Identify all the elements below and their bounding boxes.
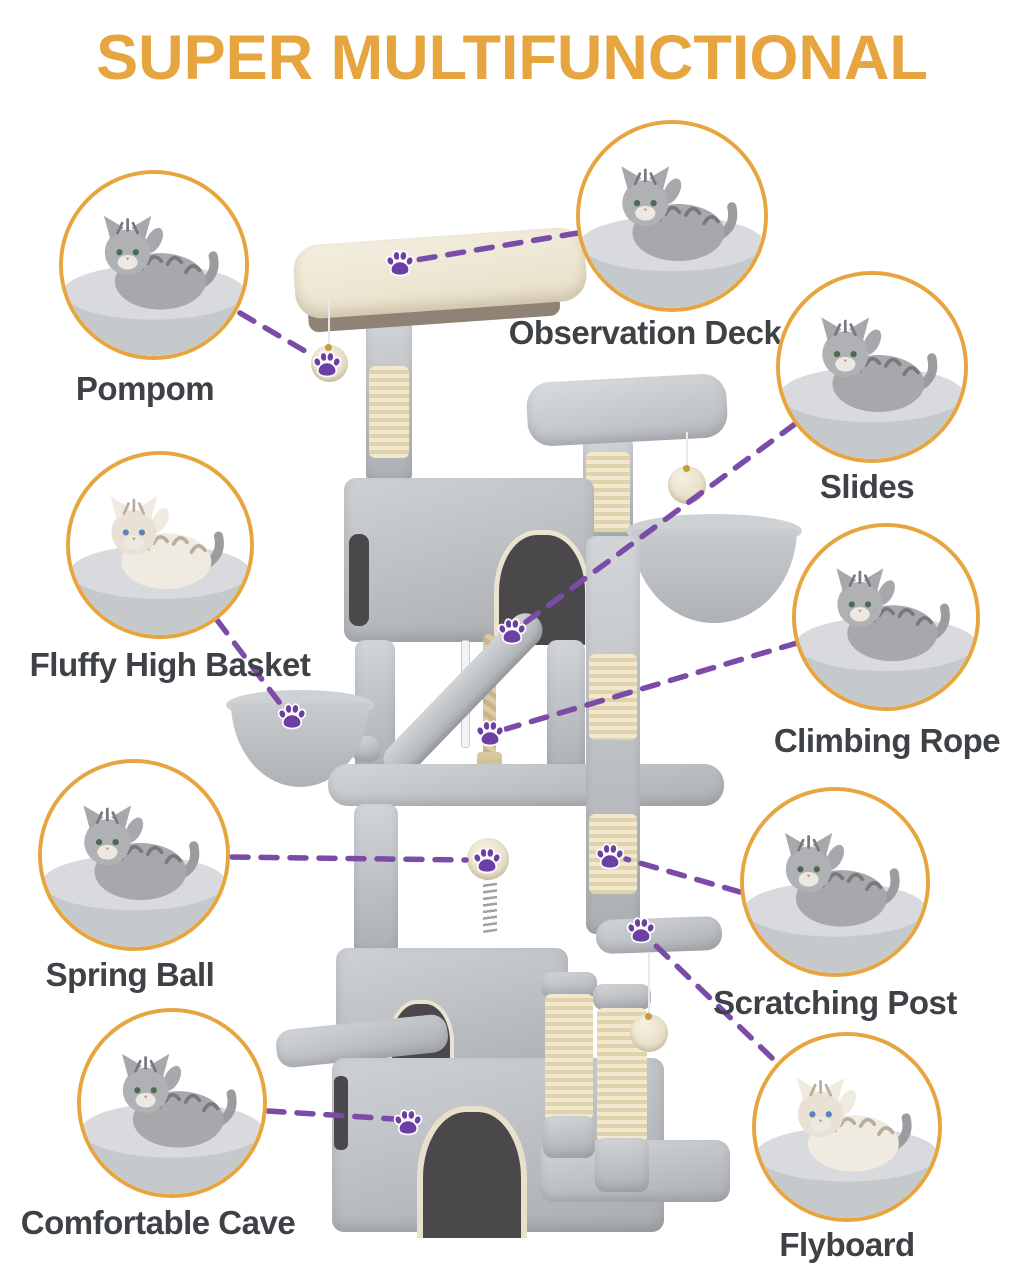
deck-post-sisal (369, 366, 409, 458)
lower-post-left (354, 804, 398, 956)
bottom-pompom-bell (645, 1013, 652, 1020)
feature-label: Climbing Rope (773, 722, 1001, 759)
bottom-post-1-cap (541, 972, 597, 998)
spring-coil (483, 878, 497, 936)
spring-ball-toy (467, 838, 509, 880)
callout-photo (792, 523, 980, 711)
mid-platform (328, 764, 724, 806)
callout-photo (38, 759, 230, 951)
cave-door-arch (417, 1106, 527, 1238)
condo-window (349, 534, 369, 626)
feature-label: Scratching Post (713, 984, 957, 1021)
feature-label: Comfortable Cave (20, 1204, 296, 1241)
callout-photo (576, 120, 768, 312)
callout-photo (77, 1008, 267, 1198)
high-basket-right-bowl (631, 529, 797, 623)
feature-label: Pompom (75, 370, 215, 407)
feature-label: Slides (819, 468, 915, 505)
bottom-post-2-cap (593, 984, 651, 1010)
bottom-post-2-base (595, 1138, 649, 1192)
scratching-post-sisal-upper (589, 654, 637, 740)
scratching-post-sisal-lower (589, 814, 637, 894)
callout-photo (740, 787, 930, 977)
feature-label: Observation Deck (508, 314, 782, 351)
top-perch (525, 372, 729, 448)
page-title: SUPER MULTIFUNCTIONAL (96, 23, 928, 93)
bottom-post-1-base (543, 1116, 595, 1158)
callout-photo (59, 170, 249, 360)
pompom-bell (325, 344, 332, 351)
feature-label: Flyboard (779, 1226, 915, 1263)
callout-photo (66, 451, 254, 639)
bottom-pompom-string (648, 952, 650, 1018)
perch-pompom-bell (683, 465, 690, 472)
pompom-string (328, 300, 330, 348)
cave-window (334, 1076, 348, 1150)
feature-label: Fluffy High Basket (29, 646, 311, 683)
flyboard-platform (595, 915, 723, 955)
bottom-post-1-sisal (545, 994, 593, 1120)
callout-photo (752, 1032, 942, 1222)
condo-post-right (547, 640, 585, 774)
feature-label: Spring Ball (45, 956, 215, 993)
callout-photo (776, 271, 968, 463)
